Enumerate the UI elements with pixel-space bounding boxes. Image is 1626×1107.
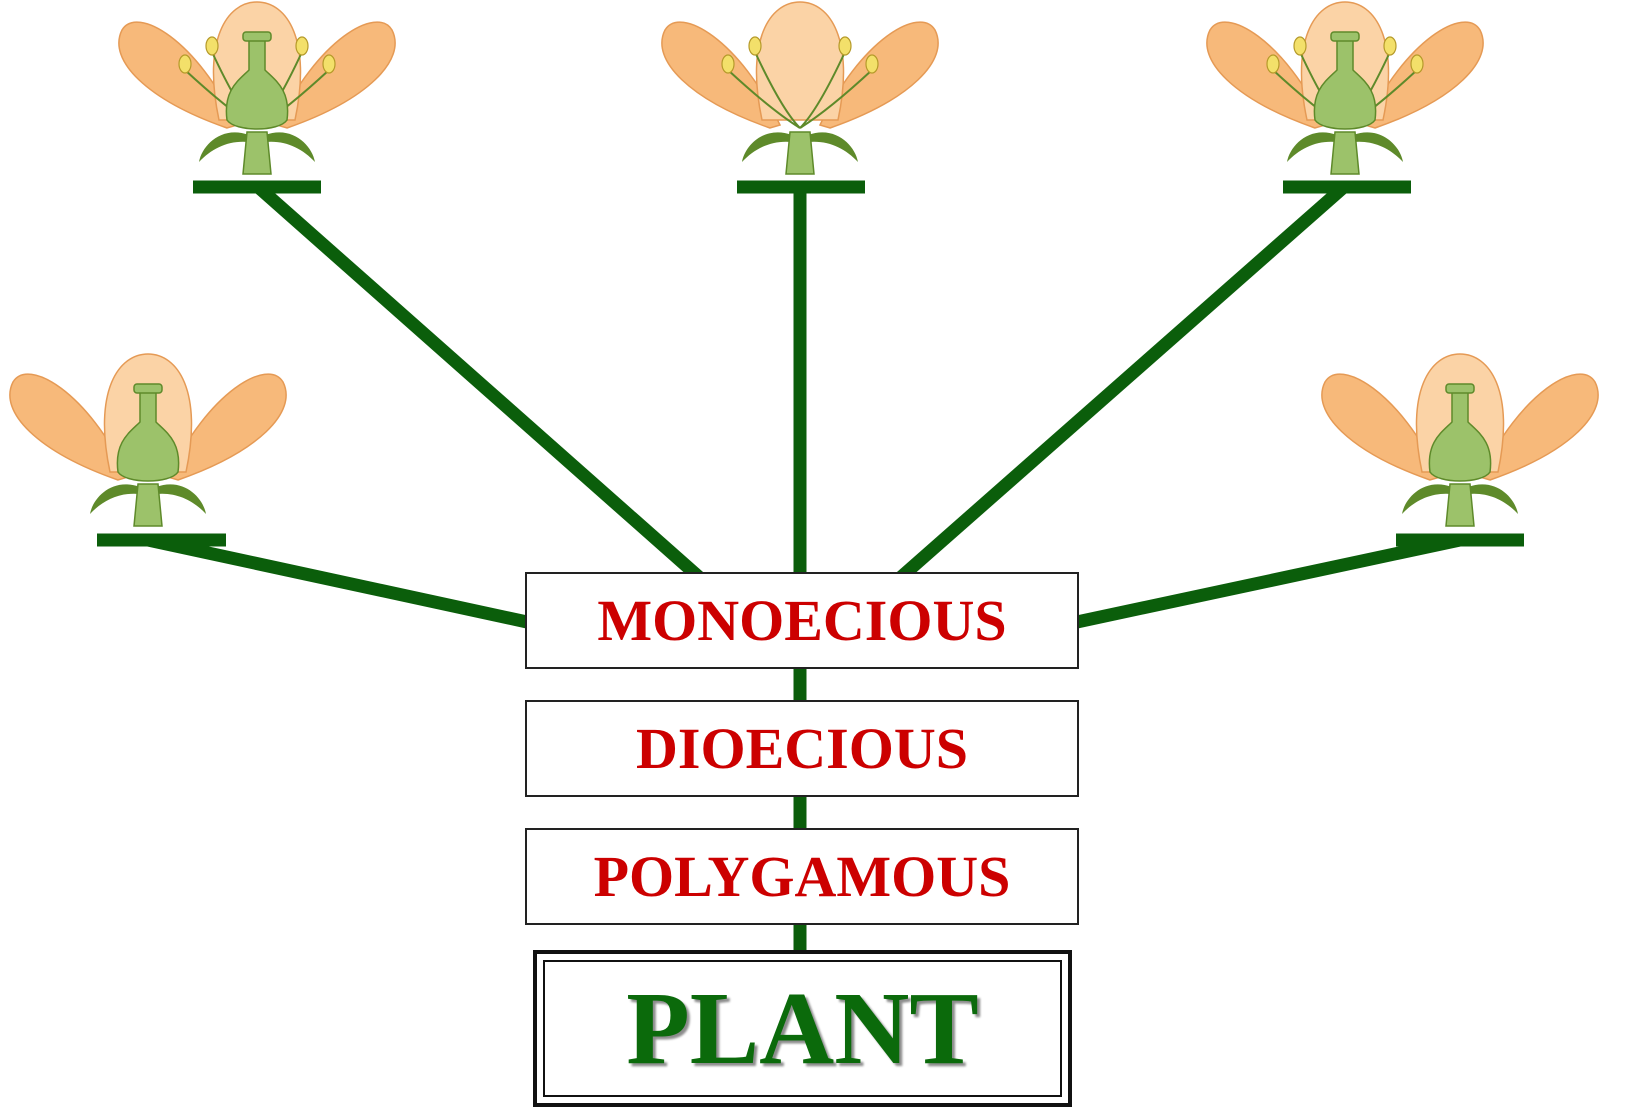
sepal-right: [1468, 484, 1518, 514]
petal-left: [1321, 373, 1442, 481]
petal-right: [166, 373, 287, 481]
stamen-anther: [1383, 36, 1397, 56]
flower-bisexual-upper-left: [118, 1, 396, 175]
petal-left: [1206, 21, 1327, 129]
flower-staminate-top: [661, 1, 939, 175]
stamen-filament: [799, 51, 846, 129]
petal-right: [818, 21, 939, 129]
sepal-left: [1402, 484, 1452, 514]
polygamous-label-box: POLYGAMOUS: [525, 828, 1079, 925]
sepal-left: [199, 132, 249, 162]
pistil-stigma: [1330, 31, 1360, 42]
flower-bisexual-upper-right: [1206, 1, 1484, 175]
branch-right-line: [1075, 533, 1462, 629]
stamen-filament: [727, 69, 801, 129]
stamen-anther: [721, 54, 735, 74]
plant-root-inner: PLANT: [543, 960, 1062, 1097]
stamen-anther: [838, 36, 852, 56]
dioecious-label-box: DIOECIOUS: [525, 700, 1079, 797]
pistil: [116, 391, 180, 482]
petal-left: [661, 21, 782, 129]
flower-stalk: [1445, 483, 1475, 527]
pistil-stigma: [133, 383, 163, 394]
petal-right: [1478, 373, 1599, 481]
branch-upper-left-line: [252, 181, 705, 583]
sepal-left: [1287, 132, 1337, 162]
stamen-anther: [865, 54, 879, 74]
stamen-anther: [205, 36, 219, 56]
stamen-anther: [178, 54, 192, 74]
pistil: [1428, 391, 1492, 482]
pistil: [225, 39, 289, 130]
petal-right: [1363, 21, 1484, 129]
flower-stalk: [785, 131, 815, 175]
stamen-anther: [748, 36, 762, 56]
sepal-left: [742, 132, 792, 162]
monoecious-label: MONOECIOUS: [597, 588, 1007, 653]
stamen-anther: [1293, 36, 1307, 56]
plant-root-box: PLANT: [533, 950, 1072, 1107]
petal-right: [275, 21, 396, 129]
sepal-right: [808, 132, 858, 162]
pistil: [1313, 39, 1377, 130]
stamen-anther: [322, 54, 336, 74]
petal-left: [118, 21, 239, 129]
flower-pistillate-right: [1321, 353, 1599, 527]
flower-stalk: [133, 483, 163, 527]
sepal-left: [90, 484, 140, 514]
dioecious-label: DIOECIOUS: [636, 716, 968, 781]
stamen-anther: [1266, 54, 1280, 74]
stamen-filament: [799, 69, 873, 129]
pistil-stigma: [1445, 383, 1475, 394]
stamen-anther: [295, 36, 309, 56]
petal-center: [755, 1, 845, 121]
flower-stalk: [1330, 131, 1360, 175]
flower-stalk: [242, 131, 272, 175]
polygamous-label: POLYGAMOUS: [593, 844, 1011, 909]
branch-left-line: [146, 533, 529, 629]
sepal-right: [156, 484, 206, 514]
plant-root-label: PLANT: [626, 971, 979, 1086]
pistil-stigma: [242, 31, 272, 42]
sepal-right: [1353, 132, 1403, 162]
flower-pistillate-left: [9, 353, 287, 527]
petal-left: [9, 373, 130, 481]
stamen-anther: [1410, 54, 1424, 74]
sepal-right: [265, 132, 315, 162]
branch-upper-right-line: [895, 181, 1350, 583]
stamen-filament: [754, 51, 801, 129]
monoecious-label-box: MONOECIOUS: [525, 572, 1079, 669]
